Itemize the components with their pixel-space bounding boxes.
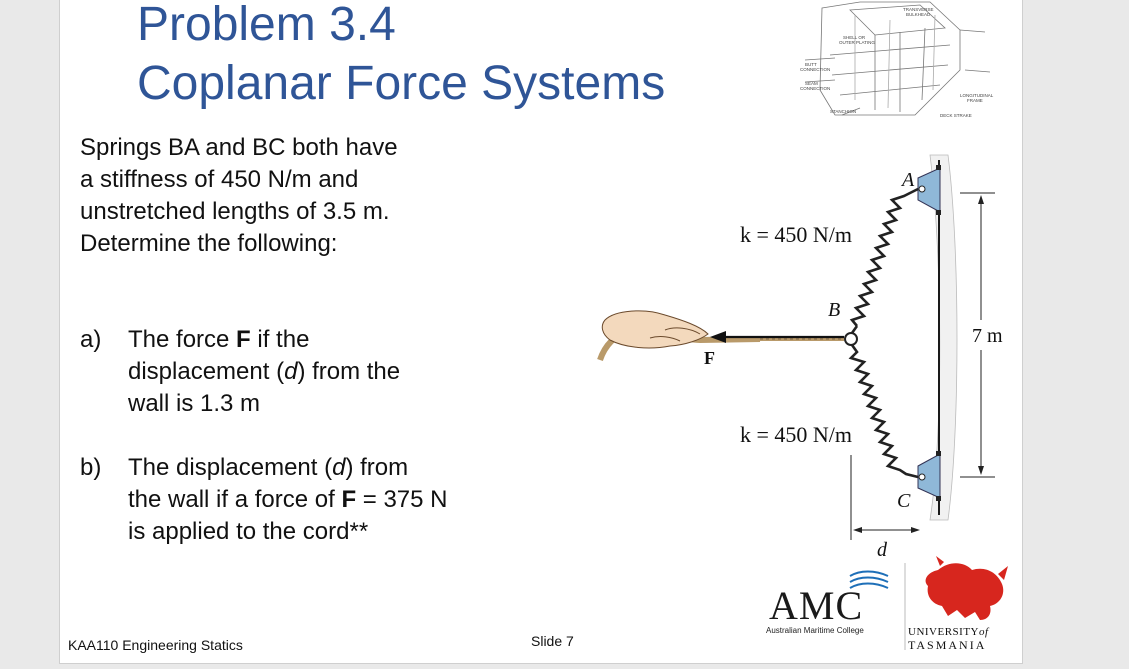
svg-text:CONNECTION: CONNECTION — [800, 67, 830, 72]
utas-lion-logo — [925, 556, 1008, 620]
bracket-A — [917, 165, 941, 215]
part-a-text: The force F if the displacement (d) from… — [128, 326, 401, 417]
utas-logo-line2: TASMANIA — [908, 638, 987, 652]
svg-text:STANCHION: STANCHION — [830, 109, 856, 114]
amc-logo-text: AMC — [769, 583, 864, 628]
svg-text:SHELL OR: SHELL OR — [843, 35, 866, 40]
amc-wave-icon — [849, 570, 889, 589]
part-b-text: The displacement (d) from the wall if a … — [128, 454, 448, 545]
spring-diagram: TRANSVERSE BULKHEAD SHELL OR OUTER PLATI… — [597, 1, 1008, 650]
svg-text:OUTER PLATING: OUTER PLATING — [839, 40, 875, 45]
bracket-C — [917, 451, 941, 501]
displacement-label-d: d — [877, 539, 888, 561]
force-label-F: F — [704, 348, 715, 368]
amc-logo-subtitle: Australian Maritime College — [766, 626, 864, 635]
utas-logo-line1: UNIVERSITYof — [908, 626, 989, 638]
svg-text:BULKHEAD: BULKHEAD — [906, 12, 931, 17]
slide-title-line2: Coplanar Force Systems — [137, 57, 666, 110]
point-label-B: B — [828, 299, 840, 321]
slide-title-line1: Problem 3.4 — [137, 0, 396, 51]
footer-slide-number: Slide 7 — [531, 633, 574, 649]
spring-BC — [848, 344, 919, 479]
svg-text:SEAM: SEAM — [805, 81, 818, 86]
svg-text:TRANSVERSE: TRANSVERSE — [903, 7, 934, 12]
displacement-dimension — [850, 455, 918, 540]
svg-text:CONNECTION: CONNECTION — [800, 86, 830, 91]
svg-text:LONGITUDINAL: LONGITUDINAL — [960, 93, 994, 98]
height-label: 7 m — [972, 325, 1003, 347]
point-label-A: A — [900, 169, 915, 191]
part-a-label: a) — [80, 326, 102, 353]
height-dimension — [960, 192, 995, 478]
ship-structure-drawing — [804, 1, 991, 116]
spring-BA — [849, 187, 919, 334]
footer-course: KAA110 Engineering Statics — [68, 637, 243, 653]
svg-text:BUTT: BUTT — [805, 62, 817, 67]
point-label-C: C — [897, 490, 911, 512]
svg-text:FRAME: FRAME — [967, 98, 983, 103]
ring-B — [844, 332, 858, 346]
ship-labels: TRANSVERSE BULKHEAD SHELL OR OUTER PLATI… — [800, 7, 994, 118]
problem-statement: Springs BA and BC both have a stiffness … — [80, 134, 398, 257]
slide: Problem 3.4 Coplanar Force Systems Sprin… — [59, 0, 1023, 664]
part-b-label: b) — [80, 454, 102, 481]
hand-illustration — [601, 310, 709, 349]
stiffness-label-bottom: k = 450 N/m — [740, 422, 852, 447]
svg-text:DECK STRAKE: DECK STRAKE — [940, 113, 972, 118]
stiffness-label-top: k = 450 N/m — [740, 222, 852, 247]
